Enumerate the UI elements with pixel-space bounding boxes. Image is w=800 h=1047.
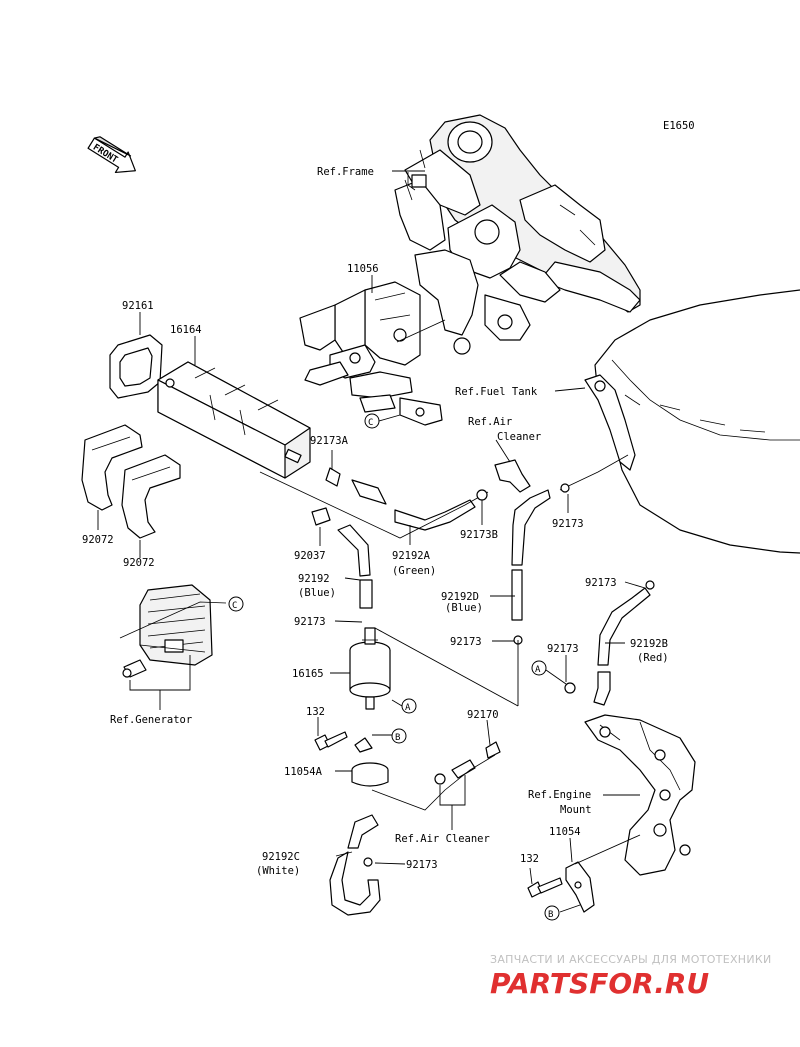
label-ref-air-cleaner-top-2: Cleaner (497, 431, 541, 443)
callout-b-left: B (391, 728, 407, 744)
clamp-92173-right-icon (560, 483, 570, 493)
callout-a-left: A (401, 698, 417, 714)
label-ref-engine-mount-2: Mount (560, 804, 592, 816)
air-cleaner-joint-drawing (476, 459, 531, 501)
bracket-11054A-drawing (351, 737, 389, 787)
label-92173-mid-right: 92173 (585, 577, 617, 589)
label-92192C-color: (White) (256, 865, 300, 877)
part-labels: Ref.Frame 11056 92161 16164 Ref.Fuel Tan… (82, 166, 669, 877)
label-92170: 92170 (467, 709, 499, 721)
label-92192A: 92192A (392, 550, 431, 562)
label-92192C: 92192C (262, 851, 300, 863)
label-16164: 16164 (170, 324, 202, 336)
label-92173-lower: 92173 (547, 643, 579, 655)
strap-92072-left-drawing (81, 424, 143, 511)
svg-text:C: C (368, 418, 373, 428)
label-92072-left: 92072 (82, 534, 114, 546)
hose-92192C-drawing (329, 814, 381, 916)
strap-92072-right-drawing (121, 454, 181, 539)
label-ref-air-cleaner-top-1: Ref.Air (468, 416, 512, 428)
callout-a-right: A (531, 660, 567, 685)
label-ref-engine-mount-1: Ref.Engine (528, 789, 591, 801)
watermark-tagline: ЗАПЧАСТИ И АКСЕССУАРЫ ДЛЯ МОТОТЕХНИКИ (490, 953, 772, 966)
label-92192-color: (Blue) (298, 587, 336, 599)
svg-text:B: B (548, 910, 553, 920)
clip-92170-drawing (485, 741, 501, 759)
clamp-92173-lower-icon (564, 682, 576, 694)
leader-11054-mount (574, 834, 641, 865)
label-ref-generator: Ref.Generator (110, 714, 192, 726)
label-11054A: 11054A (284, 766, 323, 778)
bracket-11054-drawing (565, 861, 595, 913)
engine-mount-drawing (584, 714, 696, 876)
clamp-92037-drawing (311, 507, 331, 526)
label-92173A: 92173A (310, 435, 349, 447)
label-92192B-color: (Red) (637, 652, 669, 664)
front-arrow-icon: FRONT (87, 136, 136, 174)
label-132-right: 132 (520, 853, 539, 865)
leader-filter-92170 (374, 627, 519, 707)
label-92192: 92192 (298, 573, 330, 585)
callout-c-lower: C (228, 596, 244, 612)
watermark: ЗАПЧАСТИ И АКСЕССУАРЫ ДЛЯ МОТОТЕХНИКИ PA… (490, 953, 772, 1000)
clip-92161-drawing (109, 334, 163, 399)
hose-92192D-drawing (511, 489, 551, 621)
leader-ref-air-cleaner-bottom (439, 775, 466, 806)
callout-b-right: B (544, 905, 560, 921)
label-16165: 16165 (292, 668, 324, 680)
label-92192B: 92192B (630, 638, 668, 650)
connector-line-tank (559, 454, 629, 491)
air-cleaner-fitting-drawing (434, 759, 476, 785)
canister-16164-drawing (157, 361, 311, 479)
svg-text:B: B (395, 733, 400, 743)
svg-text:C: C (232, 601, 237, 611)
svg-text:A: A (405, 703, 411, 713)
label-92192A-color: (Green) (392, 565, 436, 577)
bolt-132-right-drawing (527, 877, 563, 898)
label-132-left: 132 (306, 706, 325, 718)
label-92173-right: 92173 (552, 518, 584, 530)
connector-line-canister (259, 471, 489, 539)
label-92173-bottom: 92173 (406, 859, 438, 871)
label-92173-center: 92173 (450, 636, 482, 648)
label-11056: 11056 (347, 263, 379, 275)
hose-92192B-drawing (593, 580, 655, 706)
bracket-11056-drawing (299, 281, 443, 426)
label-11054: 11054 (549, 826, 581, 838)
bolt-132-left-drawing (314, 731, 348, 751)
leader-bracket-frame (396, 319, 446, 343)
label-ref-frame: Ref.Frame (317, 166, 374, 178)
diagram-id: E1650 (663, 120, 695, 132)
frame-drawing (394, 114, 641, 355)
callout-c-upper: C (364, 413, 401, 429)
label-92173-left: 92173 (294, 616, 326, 628)
label-92192D: 92192D (441, 591, 479, 603)
watermark-brand: PARTSFOR.RU (490, 967, 709, 1000)
connector-line-lower (371, 754, 496, 811)
label-92072-right: 92072 (123, 557, 155, 569)
filter-16165-drawing (349, 627, 391, 710)
leader-lines (97, 170, 646, 913)
svg-text:A: A (535, 665, 541, 675)
label-92037: 92037 (294, 550, 326, 562)
label-92161: 92161 (122, 300, 154, 312)
leader-generator-c (119, 601, 227, 653)
hose-92192A-drawing (325, 467, 476, 531)
label-ref-fuel-tank: Ref.Fuel Tank (455, 386, 538, 398)
label-ref-air-cleaner-bottom: Ref.Air Cleaner (395, 833, 490, 845)
label-92192D-color: (Blue) (445, 602, 483, 614)
hose-92192-drawing (337, 524, 373, 609)
label-92173B: 92173B (460, 529, 498, 541)
fuel-tank-drawing (584, 289, 800, 554)
